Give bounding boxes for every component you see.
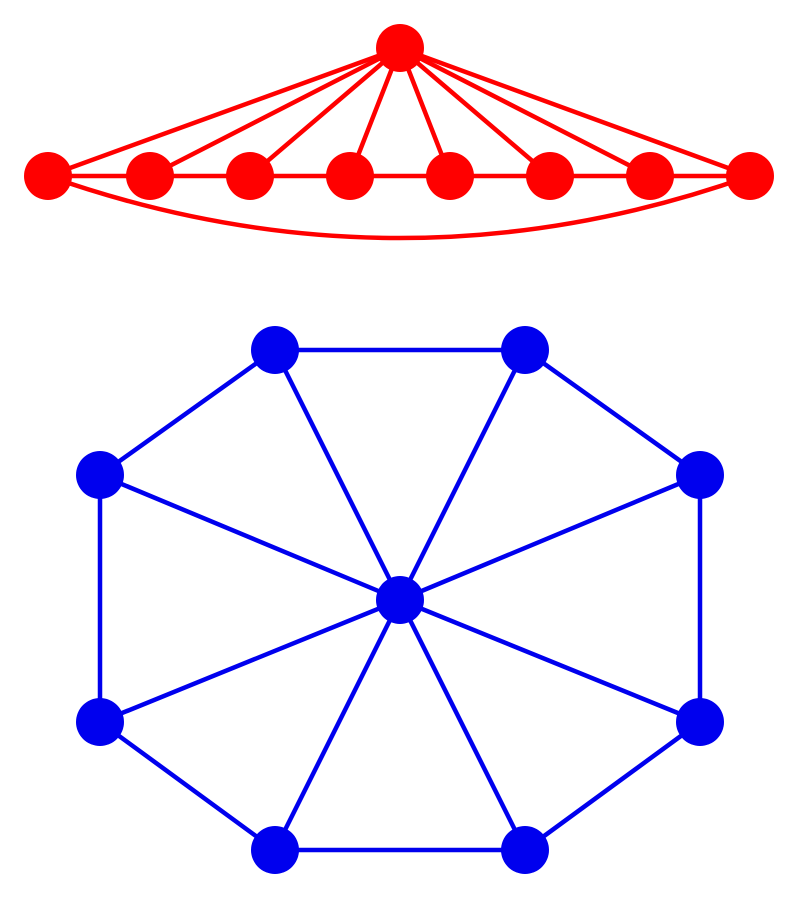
red-graph-edge-apex-n7 (397, 45, 653, 179)
blue-graph-edge-hub-r3 (397, 472, 703, 603)
blue-graph-edge-hub-r6 (272, 597, 403, 853)
red-graph-edge-apex-n2 (147, 45, 403, 179)
red-graph-edge-apex-n8 (397, 45, 753, 179)
red-graph-node-n2 (126, 152, 174, 200)
blue-graph-edge-r8-r1 (97, 347, 278, 478)
blue-graph-node-r7 (76, 698, 124, 746)
blue-graph-node-r8 (76, 451, 124, 499)
blue-graph-edge-hub-r2 (397, 347, 528, 603)
blue-graph-edge-hub-r4 (397, 597, 703, 725)
red-graph-node-apex (376, 24, 424, 72)
red-graph-edges (45, 45, 753, 241)
red-graph-node-n1 (24, 152, 72, 200)
blue-graph-node-r6 (251, 826, 299, 874)
blue-graph-edge-r2-r3 (522, 347, 703, 478)
red-graph-node-n6 (526, 152, 574, 200)
blue-graph-edge-hub-r1 (272, 347, 403, 603)
red-graph-edge-n1-n8 (45, 173, 753, 241)
red-fan-graph (24, 24, 774, 241)
red-graph-edge-apex-n1 (45, 45, 403, 179)
blue-wheel-graph (76, 326, 724, 874)
blue-graph-edge-r6-r7 (97, 719, 278, 853)
red-graph-nodes (24, 24, 774, 200)
blue-graph-edge-hub-r5 (397, 597, 528, 853)
red-graph-node-n5 (426, 152, 474, 200)
red-graph-edge-apex-n6 (397, 45, 553, 179)
blue-graph-edge-r4-r5 (522, 719, 703, 853)
blue-graph-nodes (76, 326, 724, 874)
red-graph-node-n3 (226, 152, 274, 200)
blue-graph-node-r2 (501, 326, 549, 374)
red-graph-node-n8 (726, 152, 774, 200)
blue-graph-node-r1 (251, 326, 299, 374)
red-graph-node-n7 (626, 152, 674, 200)
blue-graph-node-r3 (676, 451, 724, 499)
red-graph-edge-apex-n3 (247, 45, 403, 179)
blue-graph-edge-hub-r8 (97, 472, 403, 603)
blue-graph-node-hub (376, 576, 424, 624)
blue-graph-node-r5 (501, 826, 549, 874)
blue-graph-edges (97, 347, 703, 853)
red-graph-node-n4 (326, 152, 374, 200)
blue-graph-edge-hub-r7 (97, 597, 403, 725)
blue-graph-node-r4 (676, 698, 724, 746)
